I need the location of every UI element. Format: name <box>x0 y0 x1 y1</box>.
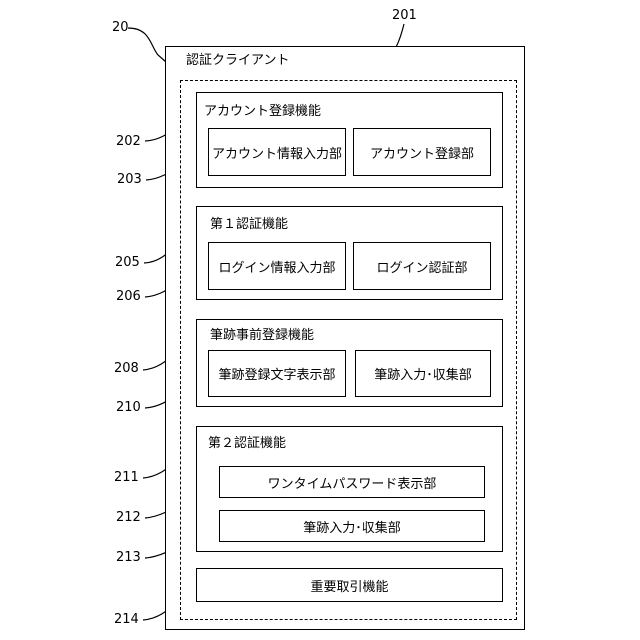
account-register-box: アカウント登録部 <box>353 128 491 176</box>
second-auth-collect-box: 筆跡入力･収集部 <box>219 510 485 542</box>
handwriting-display-label: 筆跡登録文字表示部 <box>218 364 335 383</box>
login-info-input-label: ログイン情報入力部 <box>218 257 335 276</box>
ref-203: 203 <box>117 172 142 188</box>
important-transaction-label: 重要取引機能 <box>310 576 388 595</box>
important-transaction-box: 重要取引機能 <box>196 568 503 602</box>
handwriting-preregistration-title: 筆跡事前登録機能 <box>210 328 314 344</box>
ref-213: 213 <box>116 550 141 566</box>
ref-210: 210 <box>116 400 141 416</box>
ref-208: 208 <box>114 361 139 377</box>
account-info-input-box: アカウント情報入力部 <box>208 128 346 176</box>
ref-202: 202 <box>116 134 141 150</box>
login-info-input-box: ログイン情報入力部 <box>208 242 346 290</box>
ref-211: 211 <box>114 470 139 486</box>
handwriting-collect-label: 筆跡入力･収集部 <box>374 364 472 383</box>
account-registration-title: アカウント登録機能 <box>204 104 321 120</box>
second-auth-collect-label: 筆跡入力･収集部 <box>303 517 401 536</box>
account-info-input-label: アカウント情報入力部 <box>212 143 342 162</box>
leader-20 <box>128 28 166 62</box>
account-register-label: アカウント登録部 <box>370 143 474 162</box>
second-auth-title: 第２認証機能 <box>208 436 286 452</box>
ref-206: 206 <box>116 289 141 305</box>
otp-display-label: ワンタイムパスワード表示部 <box>268 473 437 492</box>
auth-client-title: 認証クライアント <box>186 53 289 69</box>
ref-20: 20 <box>112 20 129 36</box>
ref-214: 214 <box>114 612 139 628</box>
first-auth-title: 第１認証機能 <box>210 217 288 233</box>
login-auth-box: ログイン認証部 <box>353 242 491 290</box>
login-auth-label: ログイン認証部 <box>376 257 467 276</box>
ref-212: 212 <box>116 510 141 526</box>
handwriting-display-box: 筆跡登録文字表示部 <box>208 350 346 397</box>
ref-205: 205 <box>115 255 140 271</box>
otp-display-box: ワンタイムパスワード表示部 <box>219 466 485 498</box>
handwriting-collect-box: 筆跡入力･収集部 <box>355 350 491 397</box>
ref-201: 201 <box>392 8 417 24</box>
